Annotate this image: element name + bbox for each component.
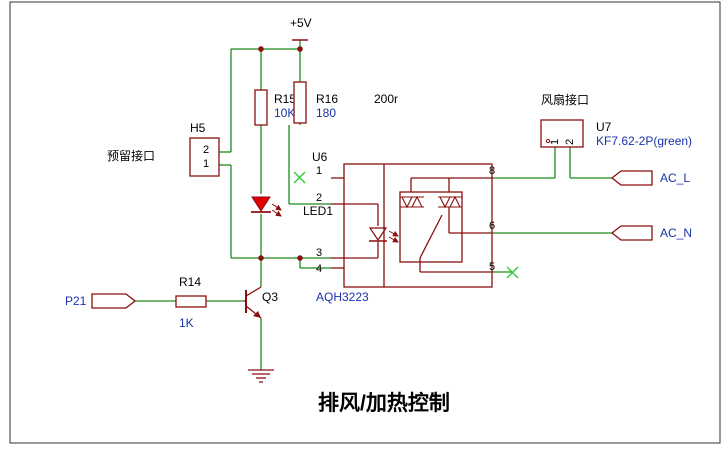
svg-text:10K: 10K [274,106,295,120]
svg-text:180: 180 [316,106,336,120]
svg-text:P21: P21 [65,294,87,308]
svg-text:KF7.62-2P(green): KF7.62-2P(green) [596,134,692,148]
svg-text:1: 1 [203,158,209,170]
svg-text:1: 1 [316,165,322,177]
svg-text:3: 3 [316,247,322,259]
u7-label: 风扇接口 [541,92,589,107]
svg-text:AC_N: AC_N [660,226,692,240]
svg-text:U6: U6 [312,150,328,164]
net-port-ac-l[interactable]: AC_L [610,170,690,186]
connector-h5[interactable]: H5 2 1 预留接口 [107,121,220,177]
ground-symbol [248,369,274,383]
power-symbol-5v: +5V [290,16,312,41]
svg-text:U7: U7 [596,120,612,134]
svg-text:6: 6 [489,220,495,232]
sheet-border [9,1,721,444]
junctions [258,46,303,261]
svg-text:AQH3223: AQH3223 [316,290,369,304]
svg-text:5: 5 [489,261,495,273]
svg-text:4: 4 [316,263,322,275]
svg-text:LED1: LED1 [303,204,333,218]
svg-text:R14: R14 [179,275,201,289]
led-led1[interactable]: LED1 [251,196,333,218]
sheet-title: 排风/加热控制 [318,391,450,415]
connector-u7[interactable]: 1 2 风扇接口 U7 KF7.62-2P(green) [540,92,692,148]
svg-text:AC_L: AC_L [660,171,690,185]
ic-u6[interactable]: U6 AQH3223 1 2 3 4 8 6 5 [312,150,495,304]
no-connect-markers [293,171,519,279]
net-port-ac-n[interactable]: AC_N [610,225,692,241]
svg-text:2: 2 [203,144,209,156]
svg-text:8: 8 [489,165,495,177]
note-200r: 200r [374,92,398,106]
net-port-p21[interactable]: P21 [65,293,137,309]
svg-text:H5: H5 [190,121,206,135]
svg-text:R16: R16 [316,92,338,106]
svg-text:+5V: +5V [290,16,312,30]
svg-text:2: 2 [564,139,576,145]
resistor-r14[interactable]: R14 1K [175,275,207,330]
svg-text:1: 1 [549,139,561,145]
svg-text:1K: 1K [179,316,194,330]
resistor-r15[interactable]: R15 10K [254,89,296,126]
svg-text:2: 2 [316,192,322,204]
wires [135,40,612,370]
h5-label: 预留接口 [107,148,155,163]
resistor-r16[interactable]: R16 180 [293,81,338,124]
svg-text:Q3: Q3 [262,290,278,304]
transistor-q3[interactable]: Q3 [244,286,278,319]
svg-text:R15: R15 [274,92,296,106]
